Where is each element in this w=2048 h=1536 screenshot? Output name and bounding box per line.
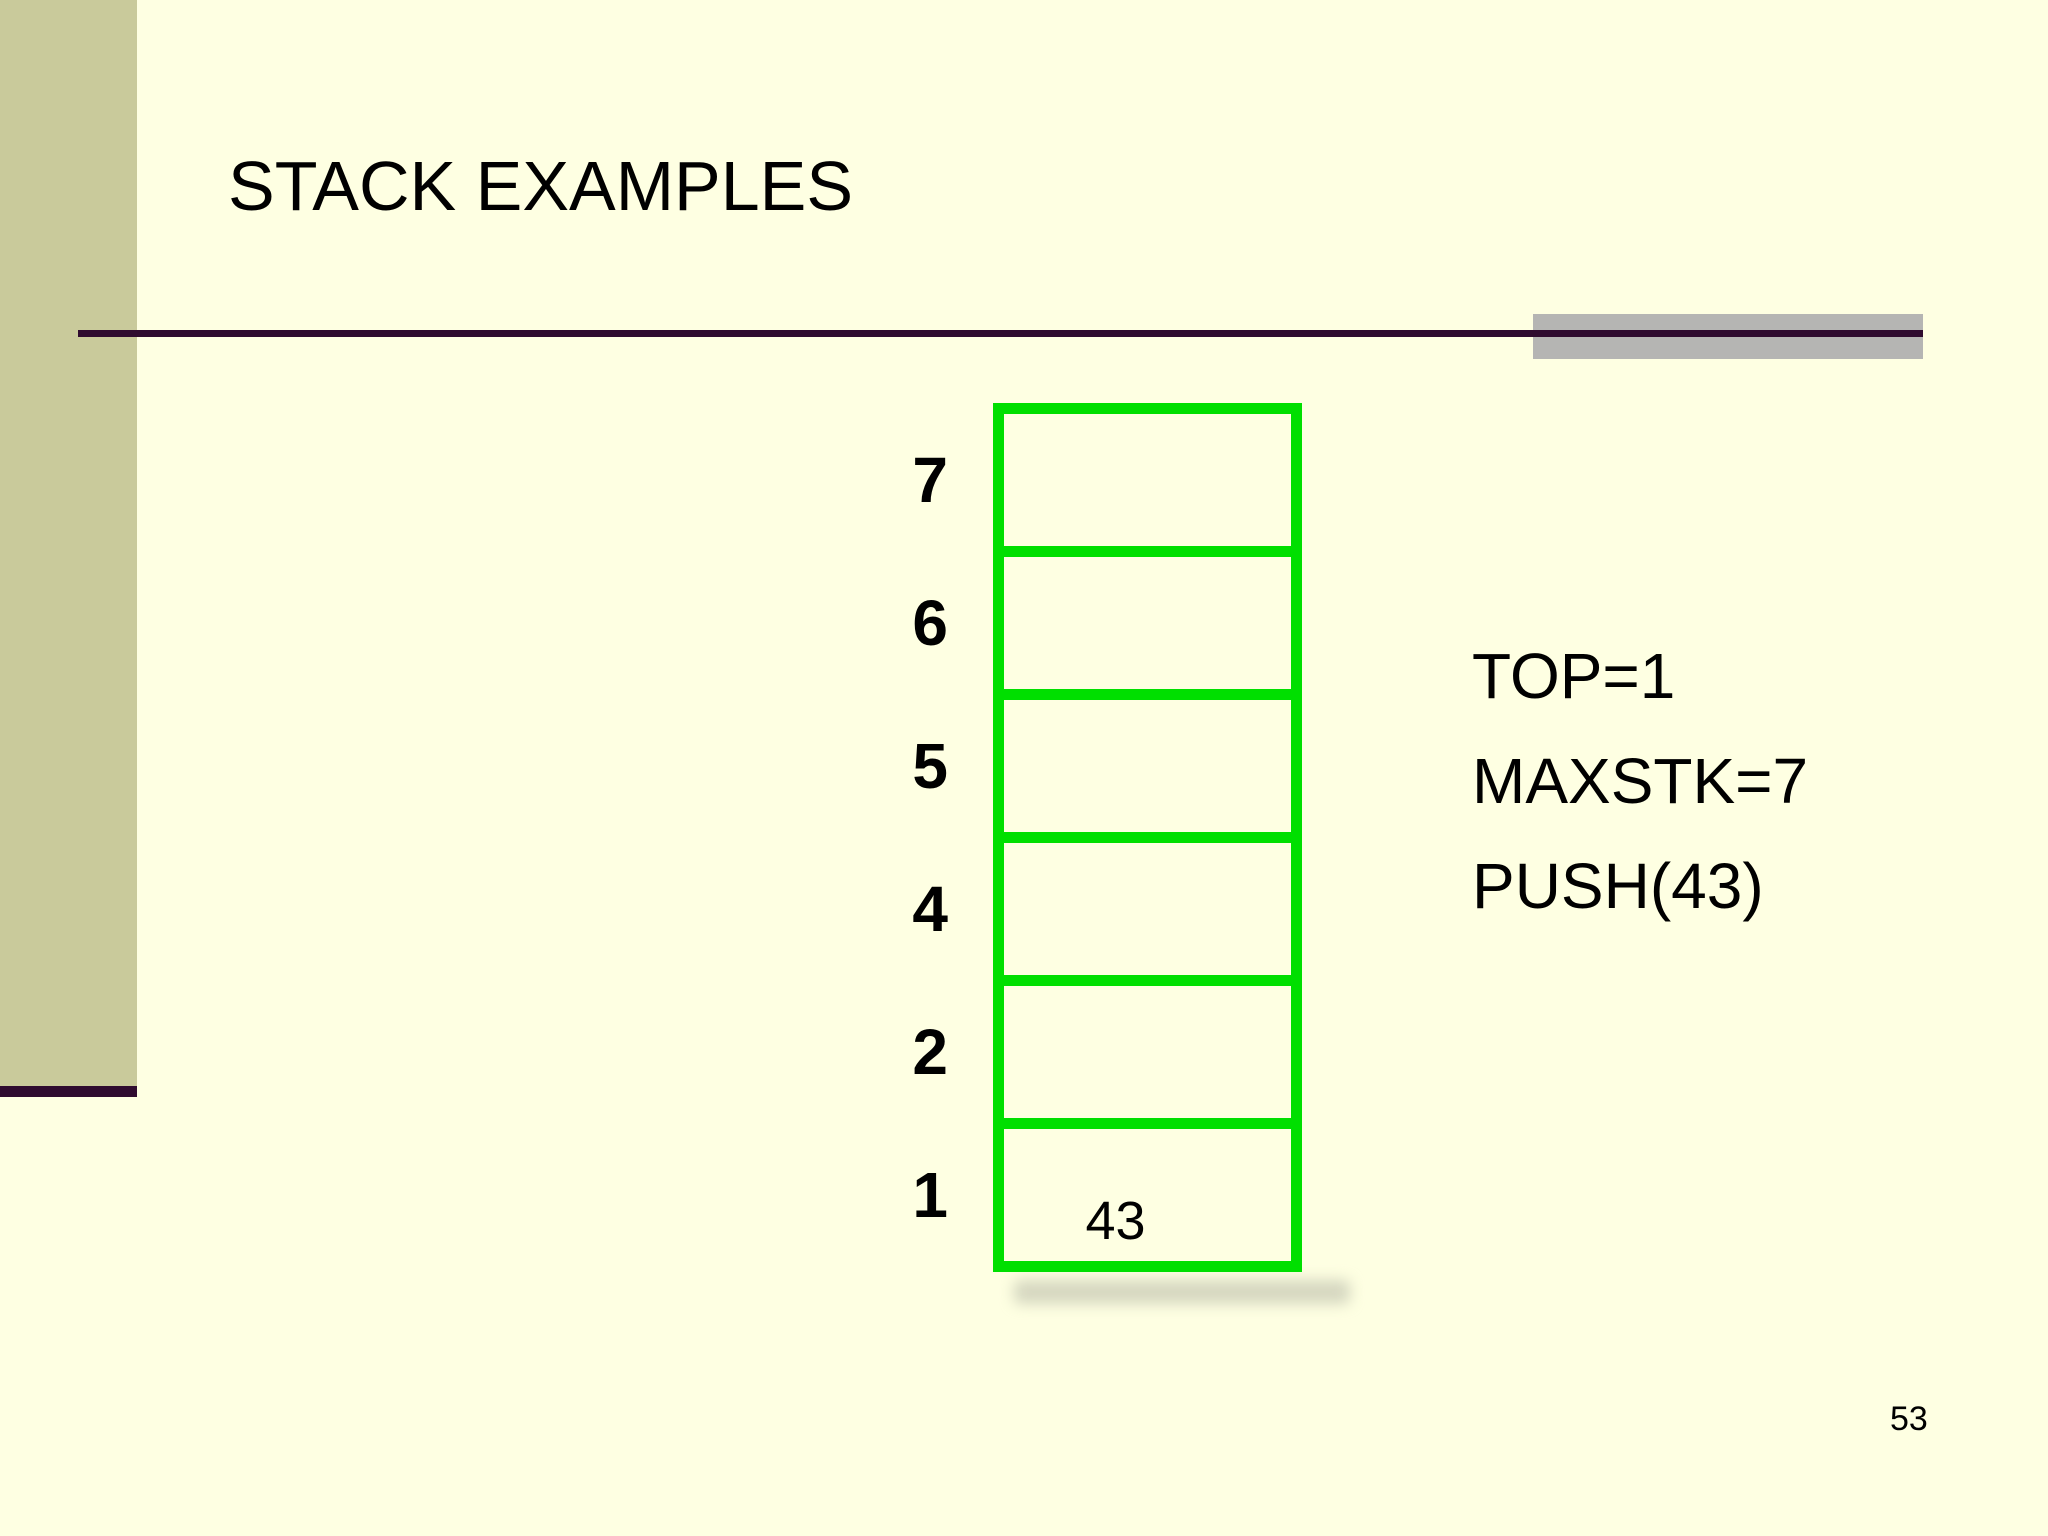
stack-cell: 2 (912, 986, 1291, 1129)
stack-cell: 4 (912, 843, 1291, 986)
stack-cell: 5 (912, 700, 1291, 843)
slide-title: STACK EXAMPLES (228, 147, 854, 225)
stack-cell-value: 43 (1085, 1191, 1146, 1251)
stack-cell-index: 6 (912, 587, 948, 659)
stack: 7 6 5 4 2 1 43 (912, 403, 1302, 1272)
stack-cell-index: 5 (912, 730, 948, 802)
stack-cell-index: 2 (912, 1016, 948, 1088)
stack-shadow (1014, 1280, 1350, 1304)
annotation-maxstk: MAXSTK=7 (1472, 745, 1809, 817)
annotation-push: PUSH(43) (1472, 850, 1764, 922)
left-accent-band-underline (0, 1086, 137, 1097)
stack-cell: 6 (912, 557, 1291, 700)
stack-cell: 1 43 (912, 1129, 1291, 1261)
stack-cell-index: 1 (912, 1159, 948, 1231)
left-accent-band (0, 0, 137, 1086)
page-number: 53 (1890, 1400, 1928, 1438)
stack-cell-index: 4 (912, 873, 948, 945)
stack-cell: 7 (912, 414, 1291, 557)
annotation-top: TOP=1 (1472, 640, 1676, 712)
annotations-block: TOP=1 MAXSTK=7 PUSH(43) (1472, 644, 1808, 959)
stack-cell-index: 7 (912, 444, 948, 516)
divider-line (78, 330, 1923, 337)
